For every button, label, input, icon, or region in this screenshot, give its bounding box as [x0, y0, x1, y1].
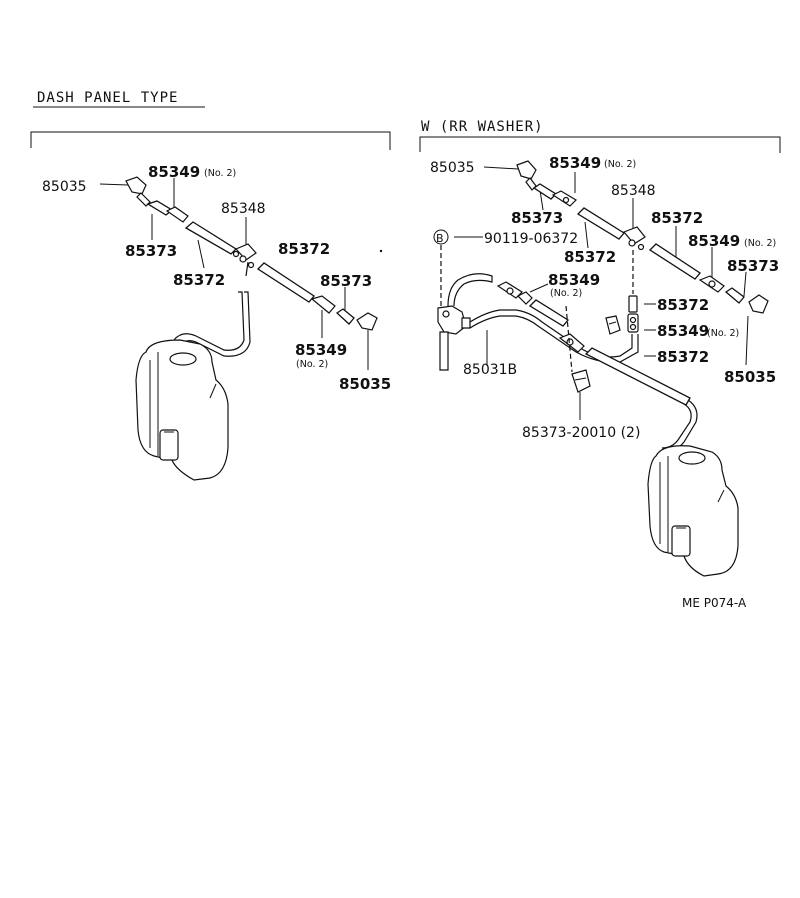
part-label: 85373-20010 (2) — [522, 425, 640, 441]
part-label: 85349 — [148, 163, 200, 181]
washer-nozzle-icon — [125, 176, 147, 195]
part-label: 90119-06372 — [484, 231, 578, 247]
left-section-bracket — [30, 131, 391, 150]
part-label: 85035 — [724, 368, 776, 386]
part-label: 85373 — [511, 209, 563, 227]
part-label: 85349 — [688, 232, 740, 250]
part-label: 85031B — [463, 362, 517, 378]
washer-nozzle-icon — [748, 294, 769, 314]
part-label: 85373 — [125, 242, 177, 260]
washer-motor-icon — [671, 525, 691, 557]
hose-clip-icon — [571, 369, 591, 393]
right-section-bracket — [419, 136, 781, 153]
part-label: 85373 — [727, 257, 779, 275]
hose — [184, 221, 238, 255]
part-label-sub: (No. 2) — [204, 168, 236, 179]
hose-segment — [628, 295, 638, 313]
section-title-rr-washer: W (RR WASHER) — [421, 119, 544, 135]
hose-joint-icon — [165, 206, 189, 223]
part-label: 85348 — [221, 201, 266, 217]
part-label: 85372 — [651, 209, 703, 227]
hose-clamp-icon — [605, 315, 621, 335]
part-label: 85372 — [173, 271, 225, 289]
washer-nozzle-icon — [516, 160, 537, 180]
section-title-dash-panel-type: DASH PANEL TYPE — [37, 90, 178, 106]
washer-motor-icon — [159, 429, 179, 461]
figure-code: ME P074-A — [682, 596, 747, 610]
part-label-sub: (No. 2) — [550, 288, 582, 299]
part-label: 85372 — [564, 248, 616, 266]
short-hose — [146, 200, 174, 216]
part-label: 85373 — [320, 272, 372, 290]
left-assembly: 85035 85349 (No. 2) 85373 85372 85348 85… — [42, 163, 391, 481]
part-label-sub: (No. 2) — [707, 328, 739, 339]
washer-tank-icon — [135, 339, 229, 481]
part-label: 85349 — [549, 154, 601, 172]
right-assembly: B 85035 853 — [430, 154, 779, 577]
part-label: 85349 — [548, 271, 600, 289]
part-label: 85348 — [611, 183, 656, 199]
part-label-sub: (No. 2) — [604, 159, 636, 170]
part-label: 85035 — [430, 160, 475, 176]
part-label: 85372 — [657, 348, 709, 366]
part-label: 85035 — [339, 375, 391, 393]
part-label: 85349 — [295, 341, 347, 359]
part-label: 85035 — [42, 179, 87, 195]
part-label-sub: (No. 2) — [296, 359, 328, 370]
callout-badge — [433, 229, 449, 245]
part-label: 85349 — [657, 322, 709, 340]
part-label: 85372 — [657, 296, 709, 314]
washer-nozzle-icon — [356, 312, 378, 331]
washer-tank-icon — [647, 445, 739, 577]
svg-text:B: B — [436, 232, 444, 245]
long-hose — [256, 262, 315, 303]
part-label: 85372 — [278, 240, 330, 258]
part-label-sub: (No. 2) — [744, 238, 776, 249]
